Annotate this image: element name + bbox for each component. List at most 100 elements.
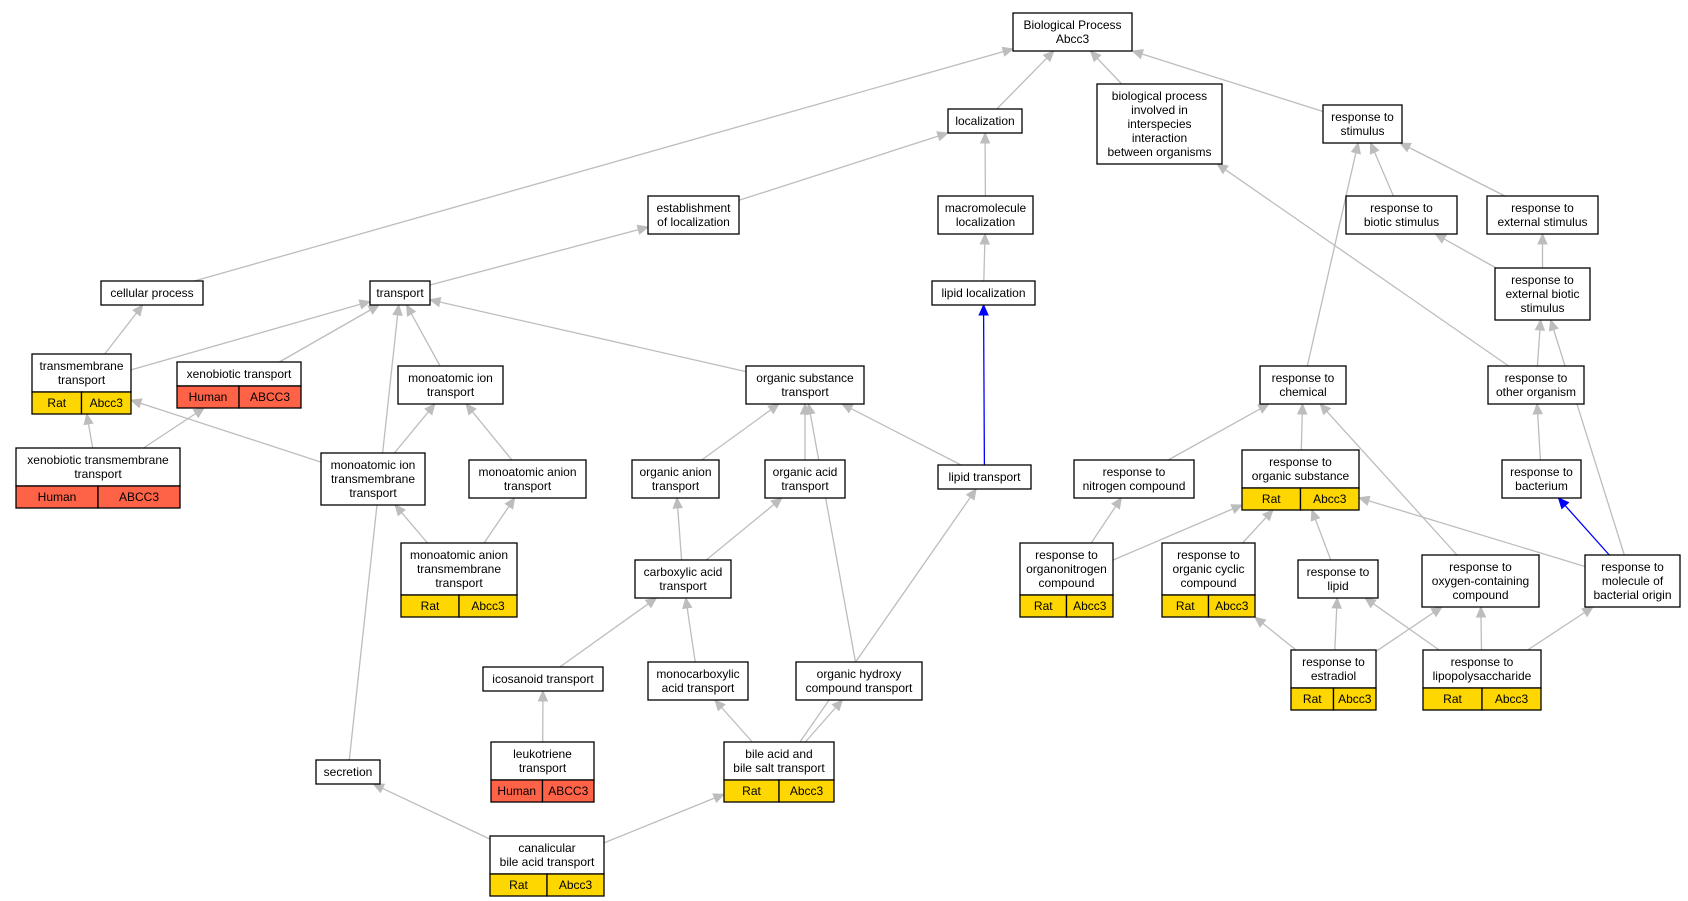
node-anion-tm[interactable]: monoatomic aniontransmembranetransportRa…	[400, 542, 518, 618]
edge-line	[809, 413, 857, 663]
node-lipid-transport[interactable]: lipid transport	[937, 464, 1032, 490]
edge-lipid-transport-to-org-sub-transport	[841, 403, 962, 466]
edge-resp-estradiol-to-resp-cyclic	[1254, 616, 1297, 651]
node-label: response to	[1035, 548, 1098, 562]
node-box	[1494, 267, 1591, 321]
edge-line	[1564, 505, 1610, 556]
edge-line	[705, 503, 775, 561]
edge-resp-mol-bact-to-resp-bacterium	[1557, 497, 1610, 556]
node-transport[interactable]: transport	[369, 280, 431, 306]
arrowhead	[129, 398, 143, 409]
node-label: response to	[1601, 560, 1664, 574]
node-box	[315, 759, 381, 785]
gene-label: Abcc3	[90, 396, 124, 410]
edge-cellular-process-to-bp	[194, 46, 1015, 282]
node-label: organic hydroxy	[817, 667, 902, 681]
edge-line	[382, 787, 491, 840]
edge-line	[140, 402, 322, 463]
node-box	[937, 195, 1034, 235]
node-box	[647, 661, 749, 701]
edge-line	[1300, 413, 1303, 451]
node-localization[interactable]: localization	[947, 108, 1023, 134]
node-label: external stimulus	[1497, 215, 1587, 229]
node-box	[1322, 104, 1403, 144]
arrowhead	[1310, 508, 1321, 522]
gene-label: ABCC3	[119, 490, 159, 504]
node-box	[468, 459, 587, 499]
edge-line	[1326, 410, 1458, 556]
edge-resp-external-to-resp-stim	[1399, 142, 1506, 197]
node-label: Biological Process	[1023, 18, 1121, 32]
node-label: molecule of	[1602, 574, 1664, 588]
node-label: transmembrane	[39, 359, 123, 373]
edge-line	[559, 603, 649, 668]
arrowhead	[1089, 50, 1102, 63]
node-icosanoid[interactable]: icosanoid transport	[482, 666, 604, 692]
node-label: organonitrogen	[1026, 562, 1107, 576]
node-label: interspecies	[1127, 117, 1191, 131]
node-box	[369, 280, 431, 306]
node-label: estradiol	[1311, 669, 1356, 683]
arrowhead	[358, 299, 372, 310]
node-label: response to	[1331, 110, 1394, 124]
node-box	[1486, 195, 1599, 235]
edge-canalicular-to-bile-acid	[603, 793, 726, 844]
edge-line	[1480, 616, 1483, 651]
node-lipid-loc[interactable]: lipid localization	[931, 280, 1036, 306]
edge-line	[982, 314, 986, 466]
gene-label: Abcc3	[471, 599, 505, 613]
arrowhead	[394, 504, 406, 517]
node-cellular-process[interactable]: cellular process	[100, 280, 204, 306]
edge-line	[1167, 408, 1261, 461]
node-box	[1161, 542, 1256, 596]
node-label: icosanoid transport	[492, 672, 594, 686]
species-label: Rat	[421, 599, 440, 613]
node-label: canalicular	[518, 841, 575, 855]
arrowhead	[831, 699, 844, 712]
gene-cell	[97, 485, 181, 509]
edge-lipid-loc-to-macro-loc	[979, 232, 991, 282]
gene-label: Abcc3	[1215, 599, 1249, 613]
species-label: Rat	[1303, 692, 1322, 706]
edge-bile-acid-to-monocarboxylic	[714, 699, 753, 743]
arrowhead	[644, 597, 658, 609]
node-secretion[interactable]: secretion	[315, 759, 381, 785]
node-label: response to	[1302, 655, 1365, 669]
